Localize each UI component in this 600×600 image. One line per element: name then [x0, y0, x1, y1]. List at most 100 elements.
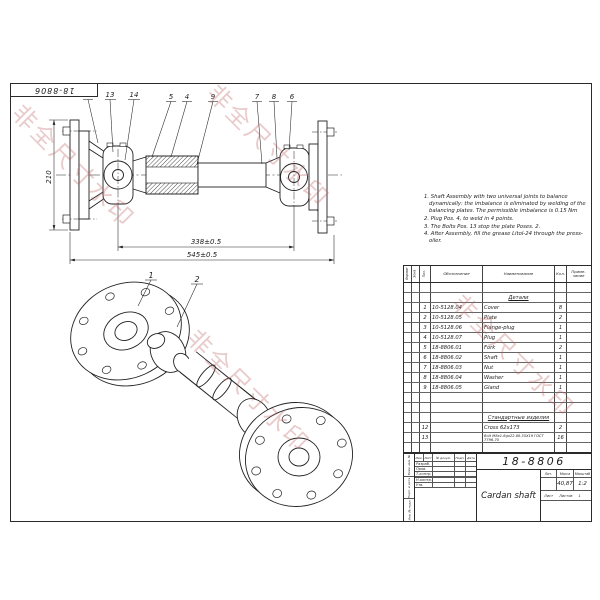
dim-joint-spacing: 338±0.5 [191, 238, 222, 246]
part-pos: 8 [420, 373, 431, 382]
part-name [483, 283, 555, 292]
part-designation [431, 433, 483, 442]
signature-row: Утв. [415, 483, 476, 488]
part-pos [420, 413, 431, 422]
part-designation [431, 293, 483, 302]
sleeve-section-hatch [145, 155, 199, 168]
shaft-tube [197, 162, 267, 188]
sheet-label: Лист [544, 493, 554, 498]
parts-row [404, 283, 591, 293]
part-qty [555, 413, 567, 422]
sig-role: Утв. [415, 483, 433, 487]
parts-row: 6 18-8806.02 Shaft 1 [404, 353, 591, 363]
hdr-sign: Подп. [455, 454, 466, 461]
cover-bolt [106, 142, 114, 147]
sig-name [433, 467, 455, 471]
flange-bolt [62, 126, 71, 136]
part-name: Washer [483, 373, 555, 382]
signature-row: Разраб. [415, 462, 476, 467]
flange-bolt [326, 127, 335, 137]
part-qty: 2 [555, 313, 567, 322]
sig-name [433, 462, 455, 466]
part-pos: 4 [420, 333, 431, 342]
side-label: Инв. № подл. [407, 499, 412, 521]
part-designation: 10-5128.07 [431, 333, 483, 342]
flange-bolt [62, 214, 71, 224]
part-designation [431, 443, 483, 452]
parts-row: 9 18-8806.05 Gland 1 [404, 383, 591, 393]
part-designation: 10-5128.04 [431, 303, 483, 312]
part-designation: 18-8806.04 [431, 373, 483, 382]
note-line: 2. Plug Pos. 4, to weld in 4 points. [424, 215, 514, 222]
parts-table-header: Формат Зона Поз. Обозначение Наименовани… [404, 266, 591, 283]
callout-1: 1 [148, 271, 153, 280]
sig-role: Разраб. [415, 462, 433, 466]
parts-row: 1 10-5128.04 Cover 8 [404, 303, 591, 313]
part-qty: 1 [555, 333, 567, 342]
callout-4: 4 [185, 93, 189, 101]
callout-2: 2 [194, 275, 199, 284]
part-name: Стандартные изделия [483, 413, 555, 422]
part-qty: 16 [555, 433, 567, 442]
part-pos: 5 [420, 343, 431, 352]
parts-rows: Детали 1 10-5128.04 Cover 8 [404, 283, 591, 452]
side-label: Подп. и дата [407, 477, 411, 498]
part-qty: 2 [555, 423, 567, 432]
parts-row [404, 393, 591, 403]
callout-14: 14 [130, 91, 139, 99]
part-name: Shaft [483, 353, 555, 362]
part-name: Cross 62x173 [483, 423, 555, 432]
drawing-title: Cardan shaft [477, 470, 541, 521]
note-line: 1. Shaft Assembly with two universal joi… [424, 194, 586, 214]
part-name [483, 393, 555, 402]
callout-9: 9 [211, 93, 216, 101]
part-name: Cover [483, 303, 555, 312]
parts-row: 3 10-5128.06 Flange-plug 1 [404, 323, 591, 333]
hdr-date: Дата [467, 455, 475, 460]
iso-shaft-ring [212, 377, 232, 401]
part-qty [555, 443, 567, 452]
signature-row: Т.контр. [415, 472, 476, 477]
part-pos [420, 403, 431, 412]
sig-name [433, 472, 455, 476]
part-name: Gland [483, 383, 555, 392]
part-name: Plate [483, 313, 555, 322]
drawing-number: 18-8806 [477, 454, 591, 470]
part-pos [420, 283, 431, 292]
part-pos [420, 293, 431, 302]
part-name: Детали [483, 293, 555, 302]
parts-row: 13 Bolt M8x1-6gx22.88.35X19 ГОСТ 7796-70… [404, 433, 591, 443]
part-qty: 2 [555, 343, 567, 352]
part-qty: 1 [555, 323, 567, 332]
sleeve-section-hatch [145, 182, 199, 195]
col-note: Приме- чание [571, 269, 586, 278]
right-joint-cross [280, 163, 308, 191]
part-pos: 9 [420, 383, 431, 392]
parts-row: Стандартные изделия [404, 413, 591, 423]
signature-row: Н.контр. [415, 478, 476, 483]
part-designation [431, 393, 483, 402]
dimension-lines [49, 119, 335, 264]
part-designation: 18-8806.02 [431, 353, 483, 362]
col-format: Формат [404, 267, 409, 281]
part-pos: 3 [420, 323, 431, 332]
part-pos: 1 [420, 303, 431, 312]
part-designation: 10-5128.05 [431, 313, 483, 322]
col-name: Наименование [483, 266, 555, 282]
note-line: 3. The Bolts Pos. 13 stop the plate Pose… [424, 223, 541, 230]
mass-label: Масса [557, 470, 574, 477]
part-name [483, 403, 555, 412]
part-name: Bolt M8x1-6gx22.88.35X19 ГОСТ 7796-70 [483, 433, 555, 442]
left-flange-plate [69, 119, 80, 231]
left-yoke [88, 140, 106, 210]
part-pos: 13 [420, 433, 431, 442]
part-designation: 18-8806.01 [431, 343, 483, 352]
scale-value: 1:2 [578, 481, 587, 487]
part-designation: 18-8806.03 [431, 363, 483, 372]
note-line: 4. After Assembly, fill the grease Litol… [424, 231, 583, 245]
hdr-izm: Изм. [415, 454, 424, 461]
part-qty: 1 [555, 383, 567, 392]
dim-flange-height: 210 [45, 170, 53, 184]
left-flange-hub [78, 130, 90, 220]
